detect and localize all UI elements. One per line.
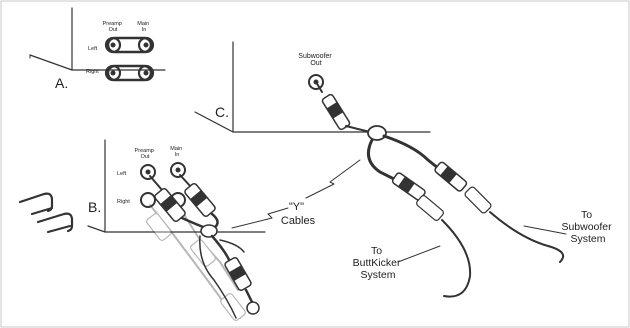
panel-b-left-label: Left <box>117 171 127 177</box>
to-subwoofer-callout: To Subwoofer System <box>523 209 614 245</box>
panel-b-main-in-label: Main In <box>170 146 183 158</box>
y-cables-b <box>146 174 260 321</box>
panel-a: A. Preamp Out Main In Left Right <box>29 7 166 91</box>
panel-b-preamp-out-label: Preamp Out <box>135 148 156 160</box>
panel-c-subwoofer-jack <box>308 74 324 90</box>
panel-c: C. Subwoofer Out <box>194 41 431 133</box>
panel-b-right-label: Right <box>117 199 130 205</box>
panel-a-jumpers <box>106 36 153 82</box>
panel-c-chassis <box>194 41 431 133</box>
panel-a-main-in-label: Main In <box>137 21 150 33</box>
to-subwoofer-label: To Subwoofer System <box>561 209 614 245</box>
y-cable-c-junction <box>367 125 387 141</box>
to-buttkicker-label: To ButtKicker System <box>353 245 404 281</box>
panel-a-letter: A. <box>55 75 68 91</box>
y-cable-c <box>315 81 564 298</box>
panel-a-preamp-out-label: Preamp Out <box>103 21 124 33</box>
y-cables-callout: "Y" Cables <box>231 159 361 229</box>
panel-b-letter: B. <box>88 199 101 215</box>
panel-a-chassis <box>29 7 166 71</box>
y-cable-b-junction <box>200 224 218 238</box>
y-cables-label: "Y" Cables <box>281 201 316 227</box>
removed-jumpers <box>18 192 74 234</box>
panel-a-right-label: Right <box>86 69 99 75</box>
panel-c-subwoofer-out-label: Subwoofer Out <box>298 53 333 67</box>
to-buttkicker-callout: To ButtKicker System <box>353 245 441 281</box>
panel-a-left-label: Left <box>88 46 98 52</box>
panel-c-letter: C. <box>215 104 229 120</box>
